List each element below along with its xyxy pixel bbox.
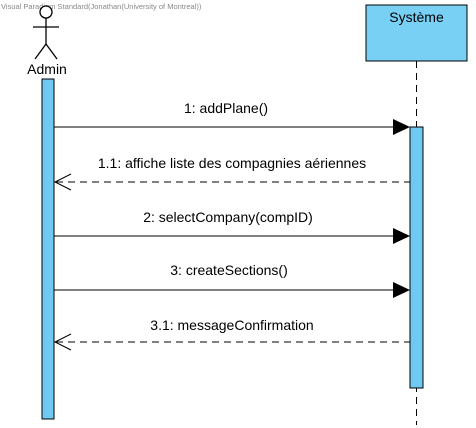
actor-admin[interactable]: Admin: [27, 5, 67, 77]
object-box: [365, 4, 468, 62]
message-label: 3.1: messageConfirmation: [150, 317, 313, 333]
message-confirmation[interactable]: 3.1: messageConfirmation: [53, 317, 410, 351]
open-arrowhead-icon: [53, 173, 72, 191]
message-select-company[interactable]: 2: selectCompany(compID): [54, 209, 410, 244]
object-label: Système: [389, 9, 444, 25]
message-label: 1.1: affiche liste des compagnies aérien…: [98, 155, 366, 171]
message-create-sections[interactable]: 3: createSections(): [54, 262, 410, 298]
message-label: 2: selectCompany(compID): [143, 209, 313, 225]
filled-arrowhead-icon: [393, 282, 410, 298]
filled-arrowhead-icon: [393, 119, 410, 135]
system-activation-bar: [409, 126, 424, 389]
object-systeme[interactable]: Système: [365, 4, 468, 62]
filled-arrowhead-icon: [393, 228, 410, 244]
message-affiche-liste[interactable]: 1.1: affiche liste des compagnies aérien…: [53, 155, 410, 191]
actor-label: Admin: [27, 61, 67, 77]
stick-figure-actor-icon: [33, 5, 59, 60]
open-arrowhead-icon: [53, 333, 72, 351]
watermark-text: Visual Paradigm Standard(Jonathan(Univer…: [1, 2, 202, 11]
message-label: 1: addPlane(): [184, 100, 268, 116]
message-add-plane[interactable]: 1: addPlane(): [54, 100, 410, 135]
actor-activation-bar: [41, 78, 55, 420]
message-label: 3: createSections(): [170, 262, 288, 278]
